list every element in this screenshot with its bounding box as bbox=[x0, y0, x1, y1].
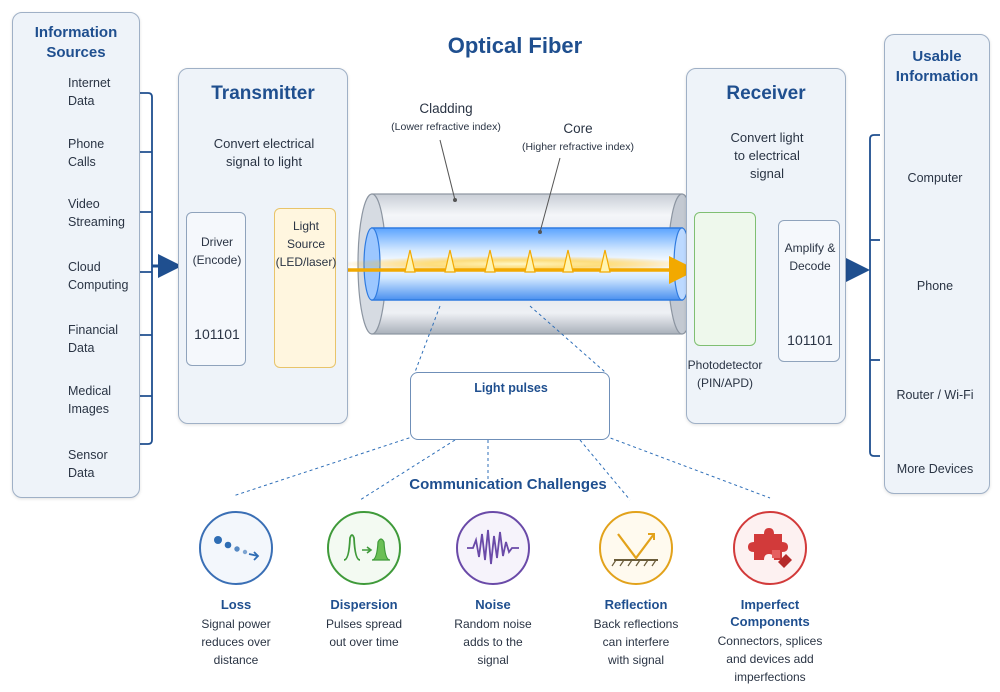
pulse-spikes bbox=[404, 249, 611, 273]
challenge-reflection-title: Reflection bbox=[604, 597, 668, 612]
loss-icon bbox=[199, 511, 273, 585]
cladding-label: Cladding (Lower refractive index) bbox=[391, 101, 501, 133]
diagram-title: Optical Fiber bbox=[447, 33, 583, 58]
challenge-loss-title: Loss bbox=[220, 597, 252, 612]
photodetector-label: Photodetector(PIN/APD) bbox=[687, 358, 763, 390]
noise-icon bbox=[456, 511, 530, 585]
challenges-title: Communication Challenges bbox=[409, 476, 607, 493]
driver-box: Driver(Encode) 101101 bbox=[186, 212, 246, 366]
light-pulses-label: Light pulses bbox=[474, 381, 548, 395]
receiver-title: Receiver bbox=[726, 83, 806, 104]
puzzle-icon bbox=[733, 511, 807, 585]
transmitter-title: Transmitter bbox=[211, 83, 315, 104]
output-item-phone: Phone bbox=[916, 279, 954, 293]
driver-bits: 101101 bbox=[194, 326, 240, 342]
amp-bits: 101101 bbox=[787, 332, 833, 348]
output-connectors bbox=[869, 134, 880, 457]
pulse-callout-lines bbox=[232, 305, 771, 501]
amplify-decode-box: Amplify &Decode 101101 bbox=[778, 220, 840, 362]
fiber-cable bbox=[338, 139, 697, 335]
output-item-computer: Computer bbox=[907, 171, 963, 185]
light-pulses-box: Light pulses bbox=[410, 372, 610, 440]
dispersion-icon bbox=[327, 511, 401, 585]
core-label: Core (Higher refractive index) bbox=[521, 121, 635, 153]
reflection-icon bbox=[599, 511, 673, 585]
challenge-noise-title: Noise bbox=[475, 597, 511, 612]
output-item-more: More Devices bbox=[896, 462, 974, 476]
photodetector-box bbox=[694, 212, 756, 346]
challenge-dispersion-title: Dispersion bbox=[330, 597, 398, 612]
sources-panel: Information Sources bbox=[12, 12, 140, 498]
sources-title: Information Sources bbox=[34, 24, 118, 61]
output-item-router: Router / Wi-Fi bbox=[896, 388, 974, 402]
